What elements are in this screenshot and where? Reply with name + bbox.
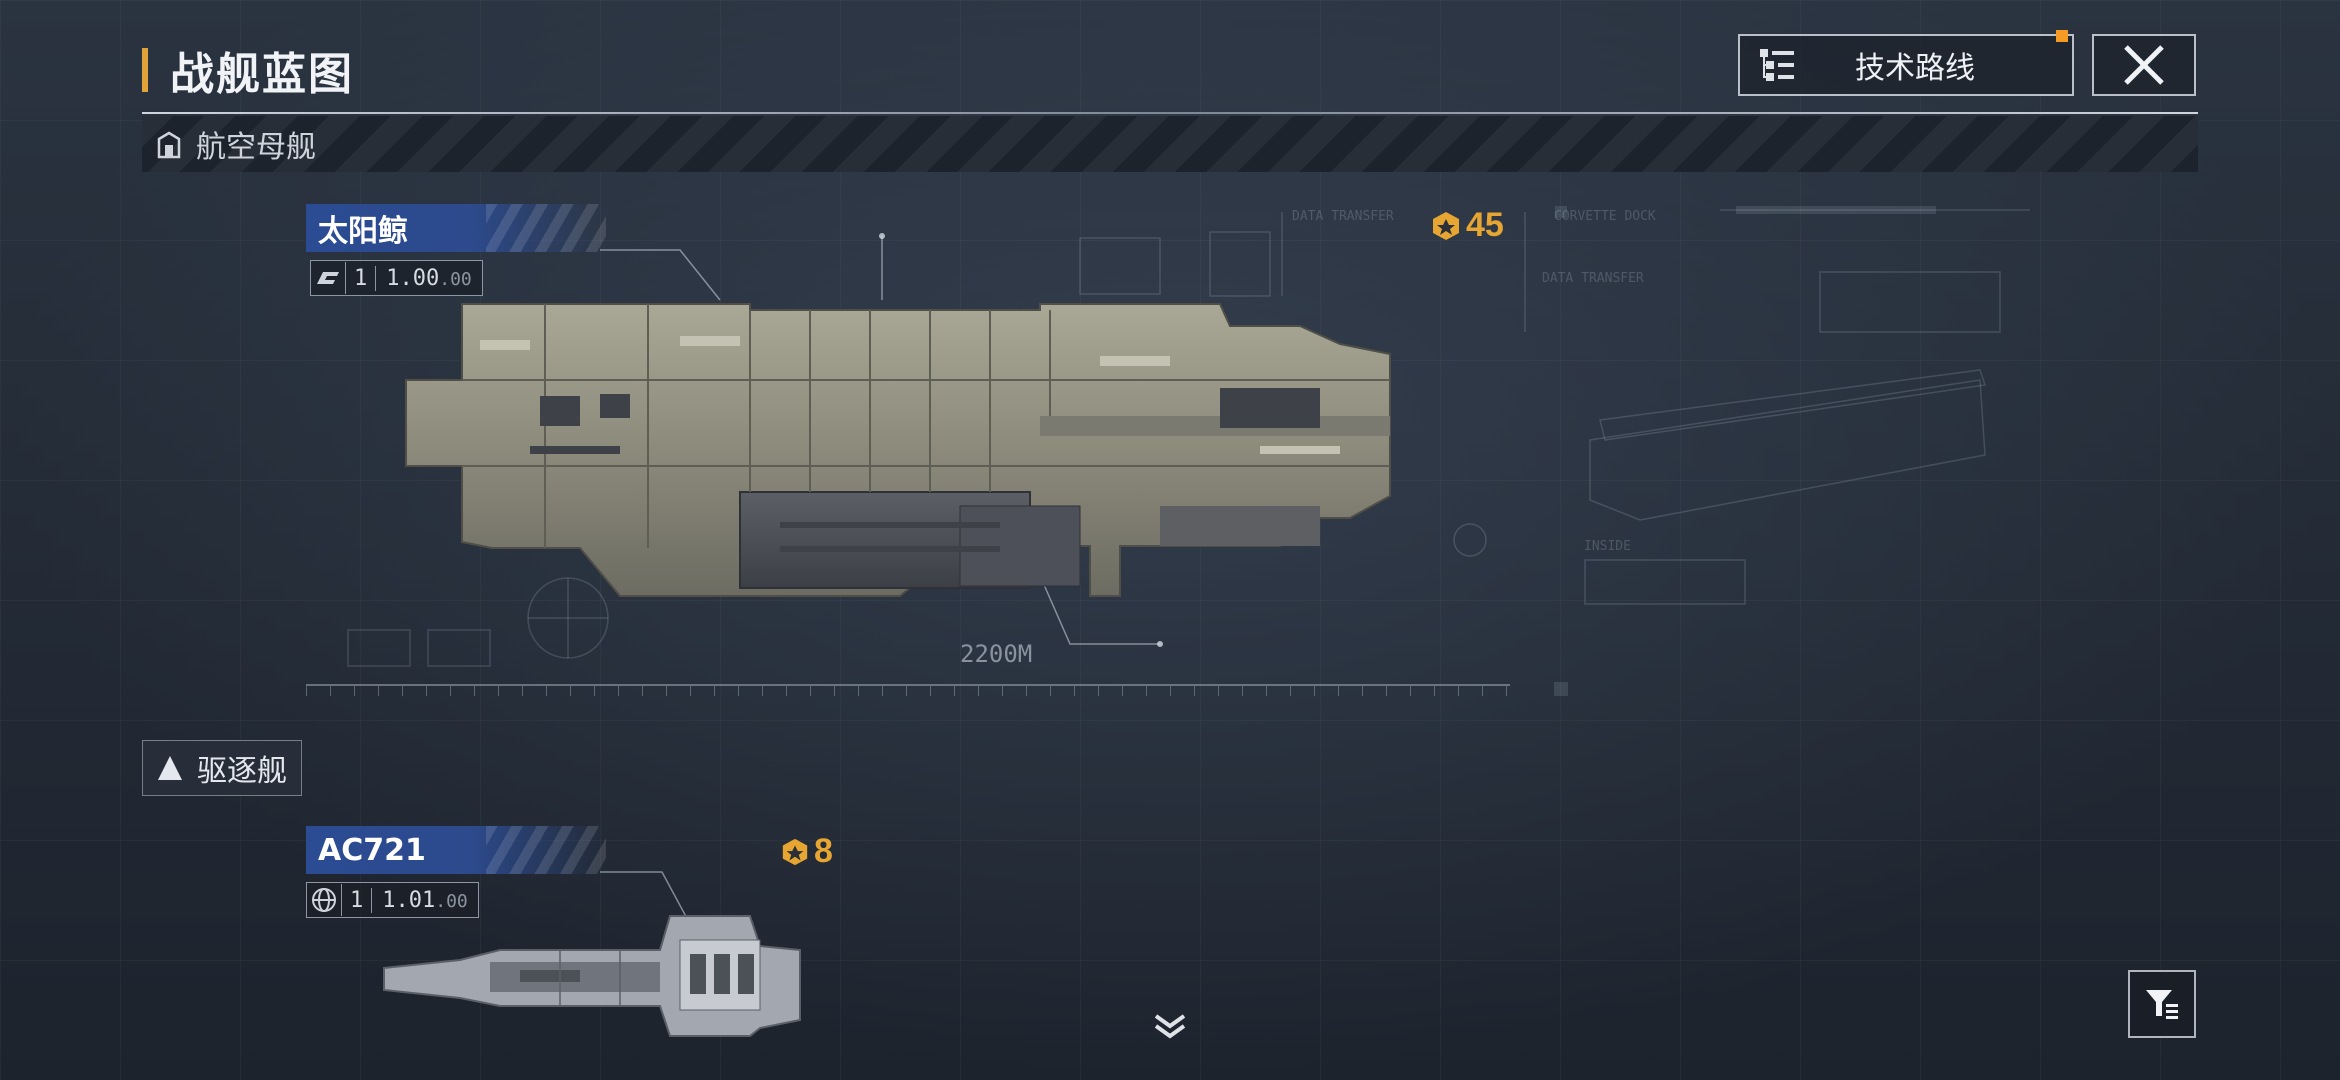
svg-text:INSIDE: INSIDE xyxy=(1584,539,1631,554)
category-carrier-label: 航空母舰 xyxy=(196,130,316,165)
ship-name-text: AC721 xyxy=(318,832,426,868)
ship-level: 1 xyxy=(346,265,377,291)
carrier-ship-model[interactable] xyxy=(400,296,1490,646)
filter-icon xyxy=(2146,990,2178,1019)
page-title-text: 战舰蓝图 xyxy=(170,49,354,100)
ship-name-text: 太阳鲸 xyxy=(318,214,408,249)
ship-cost-value: 8 xyxy=(814,832,833,870)
ship-name-label[interactable]: 太阳鲸 xyxy=(306,204,606,252)
ship-length-label: 2200M xyxy=(960,640,1033,668)
destroyer-icon xyxy=(158,756,182,780)
ship-name-label[interactable]: AC721 xyxy=(306,826,606,874)
notification-dot xyxy=(2056,30,2068,42)
destroyer-ship-model[interactable] xyxy=(380,910,810,1040)
ship-cost: 8 xyxy=(780,832,833,871)
ship-version: 1.00.00 xyxy=(386,265,472,291)
filter-button[interactable] xyxy=(2128,970,2196,1038)
ship-stats: 1 1.01.00 xyxy=(306,882,479,918)
title-accent-bar xyxy=(142,48,148,92)
ship-cost: 45 xyxy=(1430,206,1504,245)
ship-version: 1.01.00 xyxy=(382,887,468,913)
close-button[interactable] xyxy=(2092,34,2196,96)
category-destroyer-label: 驱逐舰 xyxy=(197,754,287,789)
tech-route-label: 技术路线 xyxy=(1855,51,1975,86)
faction-icon xyxy=(317,262,346,294)
page-title: 战舰蓝图 xyxy=(142,38,354,102)
command-point-icon xyxy=(782,838,808,865)
carrier-icon xyxy=(157,131,181,159)
length-ruler xyxy=(306,684,1510,700)
scroll-down-icon[interactable] xyxy=(1152,1012,1188,1042)
command-point-icon xyxy=(1433,211,1459,240)
ship-stats: 1 1.00.00 xyxy=(310,260,483,296)
category-carrier-header[interactable]: 航空母舰 xyxy=(142,116,2198,172)
svg-text:DATA TRANSFER: DATA TRANSFER xyxy=(1542,271,1644,286)
tech-tree-icon xyxy=(1760,49,1794,81)
globe-faction-icon xyxy=(312,884,342,916)
ship-level: 1 xyxy=(342,887,373,913)
ship-cost-value: 45 xyxy=(1466,206,1504,244)
close-icon xyxy=(2124,45,2164,85)
tech-route-button[interactable]: 技术路线 xyxy=(1738,30,2074,96)
svg-text:DATA TRANSFER: DATA TRANSFER xyxy=(1292,209,1394,224)
category-destroyer-header[interactable]: 驱逐舰 xyxy=(142,740,302,796)
header-divider xyxy=(142,112,2198,114)
svg-text:CORVETTE DOCK: CORVETTE DOCK xyxy=(1554,209,1656,224)
